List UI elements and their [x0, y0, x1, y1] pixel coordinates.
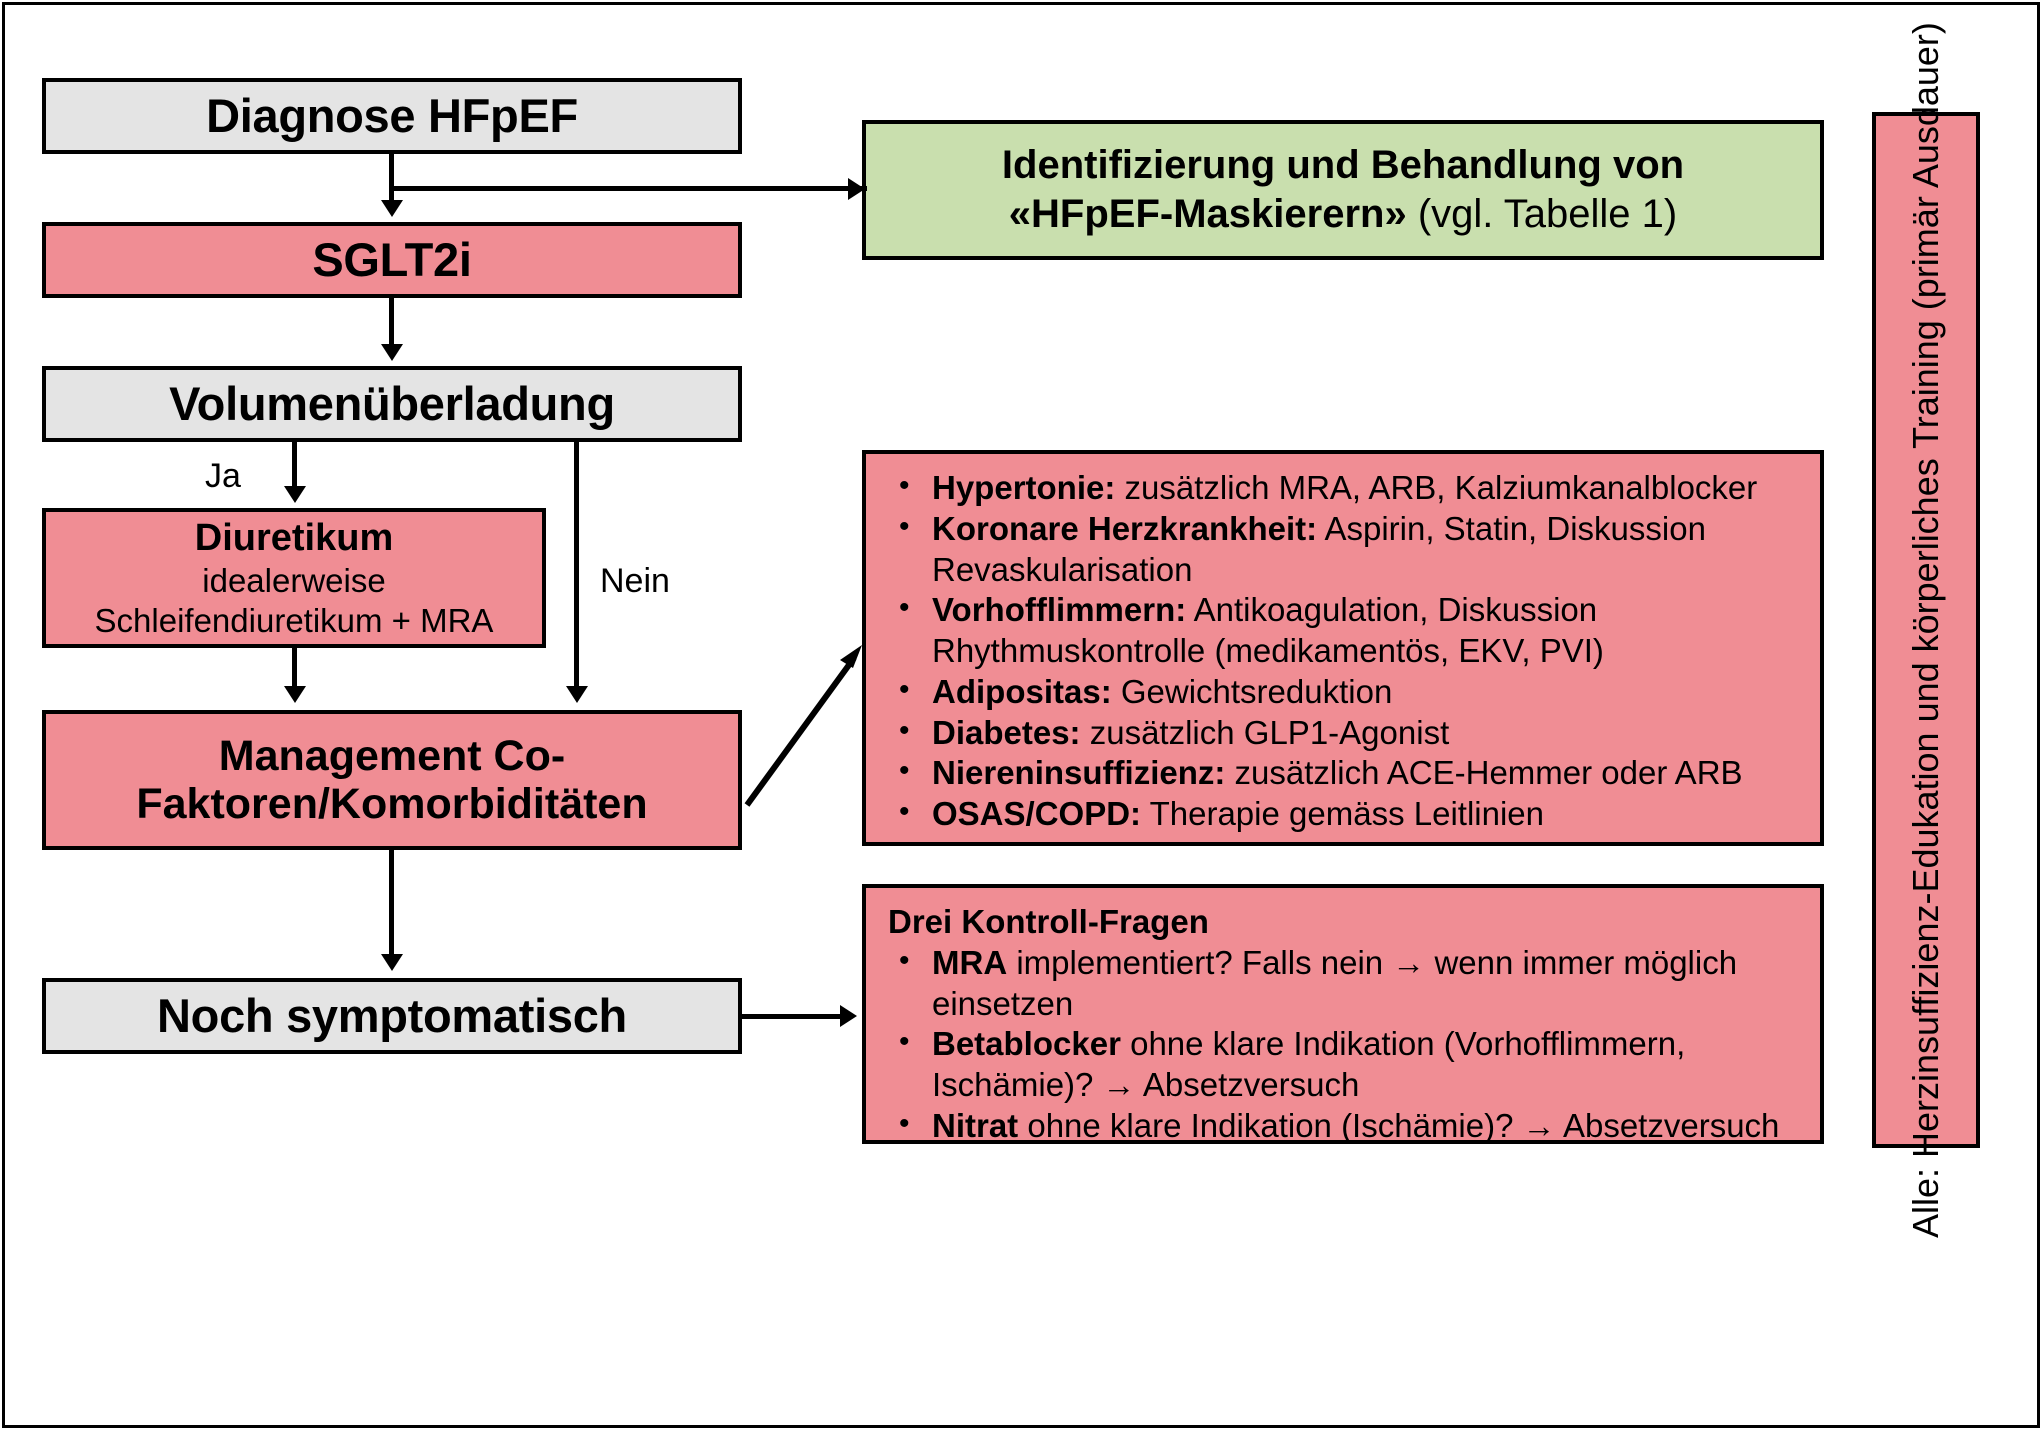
kontroll-fragen-list: MRA implementiert? Falls nein → wenn imm… — [886, 942, 1800, 1147]
kontroll-fragen-heading: Drei Kontroll-Fragen — [888, 903, 1209, 940]
arrowhead-diagnose-to-maskierer — [848, 178, 865, 200]
connector-diuretikum-to-management — [292, 648, 297, 688]
komorbiditaet-term: Diabetes: — [932, 713, 1081, 751]
node-hfpef-maskierer-bold: «HFpEF-Maskierern» — [1008, 192, 1407, 236]
node-diuretikum-subline-2: Schleifendiuretikum + MRA — [94, 602, 494, 640]
kontroll-frage-item: Betablocker ohne klare Indikation (Vorho… — [899, 1023, 1800, 1106]
komorbiditaet-item: Koronare Herzkrankheit: Aspirin, Statin,… — [899, 508, 1800, 591]
node-hfpef-maskierer-line-1: Identifizierung und Behandlung von — [1001, 143, 1685, 188]
komorbiditaet-item: Vorhofflimmern: Antikoagulation, Diskuss… — [899, 589, 1800, 672]
komorbiditaet-item: Hypertonie: zusätzlich MRA, ARB, Kalzium… — [899, 467, 1800, 509]
arrowhead-volumen-to-diuretikum — [284, 486, 306, 503]
komorbiditaet-term: Adipositas: — [932, 672, 1112, 710]
connector-management-to-komorbiditaeten — [744, 645, 862, 807]
kontroll-frage-item: Nitrat ohne klare Indikation (Ischämie)?… — [899, 1105, 1800, 1147]
kontroll-frage-term: Nitrat — [932, 1106, 1019, 1144]
edge-label-ja: Ja — [205, 457, 241, 495]
node-noch-symptomatisch-label: Noch symptomatisch — [157, 988, 627, 1042]
panel-alle-edukation-training-text: Alle: Herzinsuffizienz-Edukation und kör… — [1904, 22, 1946, 1238]
komorbiditaet-term: Vorhofflimmern: — [932, 591, 1187, 629]
connector-diagnose-to-maskierer — [389, 186, 867, 191]
komorbiditaet-term: Koronare Herzkrankheit: — [932, 509, 1318, 547]
node-volumenueberladung[interactable]: Volumenüberladung — [42, 366, 742, 442]
kontroll-frage-item: MRA implementiert? Falls nein → wenn imm… — [899, 942, 1800, 1025]
arrowhead-diagnose-to-sglt2i — [381, 200, 403, 217]
komorbiditaet-term: OSAS/COPD: — [932, 795, 1142, 832]
node-diagnose-hfpef[interactable]: Diagnose HFpEF — [42, 78, 742, 154]
komorbiditaeten-list: Hypertonie: zusätzlich MRA, ARB, Kalzium… — [886, 467, 1800, 835]
panel-kontroll-fragen[interactable]: Drei Kontroll-Fragen MRA implementiert? … — [862, 884, 1824, 1144]
komorbiditaet-text: zusätzlich GLP1-Agonist — [1080, 713, 1450, 751]
komorbiditaet-text: Aspirin, Statin, Diskussion Revaskularis… — [932, 509, 1706, 588]
arrowhead-sglt2i-to-volumen — [381, 344, 403, 361]
connector-management-to-symptomatisch — [389, 850, 394, 956]
node-diagnose-hfpef-label: Diagnose HFpEF — [206, 88, 578, 142]
komorbiditaet-term: Niereninsuffizienz: — [932, 754, 1226, 792]
komorbiditaet-text: Gewichtsreduktion — [1111, 672, 1393, 710]
node-noch-symptomatisch[interactable]: Noch symptomatisch — [42, 978, 742, 1054]
kontroll-frage-text: ohne klare Indikation (Vorhofflimmern, I… — [932, 1025, 1686, 1103]
node-hfpef-maskierer-regular: (vgl. Tabelle 1) — [1406, 192, 1678, 236]
connector-sglt2i-to-volumen — [389, 298, 394, 346]
edge-label-nein: Nein — [600, 562, 670, 600]
komorbiditaet-text: Therapie gemäss Leitlinien — [1141, 795, 1544, 832]
node-management-line-2: Faktoren/Komorbiditäten — [136, 780, 648, 828]
connector-symptomatisch-to-kontroll-fragen — [742, 1014, 852, 1019]
node-diuretikum-content: Diuretikum idealerweise Schleifendiureti… — [95, 515, 494, 642]
node-diuretikum[interactable]: Diuretikum idealerweise Schleifendiureti… — [42, 508, 546, 648]
panel-komorbiditaeten[interactable]: Hypertonie: zusätzlich MRA, ARB, Kalzium… — [862, 450, 1824, 846]
connector-volumen-to-diuretikum — [292, 442, 297, 488]
connector-volumen-to-management-nein — [574, 442, 579, 688]
node-diuretikum-heading: Diuretikum — [194, 516, 394, 559]
kontroll-frage-text: implementiert? Falls nein → wenn immer m… — [932, 943, 1738, 1022]
node-sglt2i[interactable]: SGLT2i — [42, 222, 742, 298]
node-management-line-1: Management Co- — [218, 731, 566, 780]
panel-alle-edukation-training[interactable]: Alle: Herzinsuffizienz-Edukation und kör… — [1872, 22, 1980, 1238]
node-management-komorbiditaeten[interactable]: Management Co- Faktoren/Komorbiditäten — [42, 710, 742, 850]
komorbiditaet-item: Adipositas: Gewichtsreduktion — [899, 671, 1800, 713]
node-sglt2i-label: SGLT2i — [312, 232, 472, 286]
arrowhead-volumen-to-management — [566, 686, 588, 703]
node-hfpef-maskierer[interactable]: Identifizierung und Behandlung von «HFpE… — [862, 120, 1824, 260]
connector-diagnose-to-sglt2i — [389, 154, 394, 202]
arrowhead-management-to-symptomatisch — [381, 954, 403, 971]
komorbiditaet-item: Niereninsuffizienz: zusätzlich ACE-Hemme… — [899, 752, 1800, 794]
komorbiditaet-item: Diabetes: zusätzlich GLP1-Agonist — [899, 712, 1800, 754]
komorbiditaet-text: zusätzlich MRA, ARB, Kalziumkanalblocker — [1115, 469, 1758, 506]
komorbiditaet-item: OSAS/COPD: Therapie gemäss Leitlinien — [899, 793, 1800, 835]
komorbiditaet-text: Antikoagulation, Diskussion Rhythmuskont… — [932, 591, 1604, 669]
kontroll-frage-text: ohne klare Indikation (Ischämie)? → Abse… — [1018, 1106, 1780, 1144]
node-diuretikum-subline-1: idealerweise — [202, 561, 386, 599]
kontroll-frage-term: MRA — [932, 943, 1008, 981]
arrowhead-diuretikum-to-management — [284, 686, 306, 703]
arrowhead-symptomatisch-to-kontroll-fragen — [840, 1005, 857, 1027]
node-volumenueberladung-label: Volumenüberladung — [169, 376, 615, 430]
komorbiditaet-term: Hypertonie: — [932, 469, 1116, 506]
node-hfpef-maskierer-line-2: «HFpEF-Maskierern» (vgl. Tabelle 1) — [1009, 190, 1677, 239]
komorbiditaet-text: zusätzlich ACE-Hemmer oder ARB — [1225, 754, 1743, 792]
kontroll-frage-term: Betablocker — [932, 1025, 1121, 1063]
